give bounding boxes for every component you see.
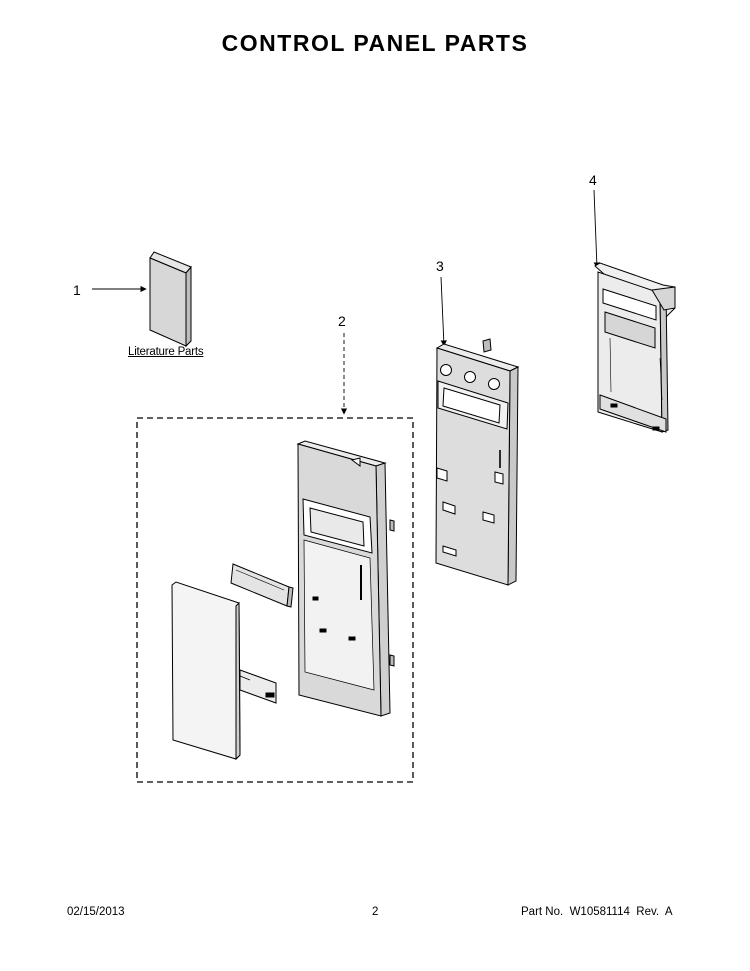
control-panel-frame	[296, 440, 395, 717]
footer-part-number: Part No. W10581114 Rev. A	[521, 906, 673, 918]
literature-parts-label: Literature Parts	[128, 346, 204, 358]
control-bracket	[435, 338, 520, 586]
literature-booklet	[149, 251, 192, 348]
leader-3	[440, 276, 447, 347]
leader-lines	[92, 189, 600, 415]
keypad-overlay	[171, 581, 241, 761]
ribbon-connector	[239, 669, 277, 704]
callout-4: 4	[589, 172, 597, 188]
side-bracket	[594, 262, 676, 433]
callout-3: 3	[436, 258, 444, 274]
footer-date: 02/15/2013	[67, 906, 125, 918]
callout-2: 2	[338, 313, 346, 329]
footer-page-number: 2	[372, 906, 379, 918]
display-window	[230, 563, 294, 608]
callout-1: 1	[73, 282, 81, 298]
page-title: CONTROL PANEL PARTS	[221, 30, 529, 56]
leader-4	[593, 189, 600, 269]
